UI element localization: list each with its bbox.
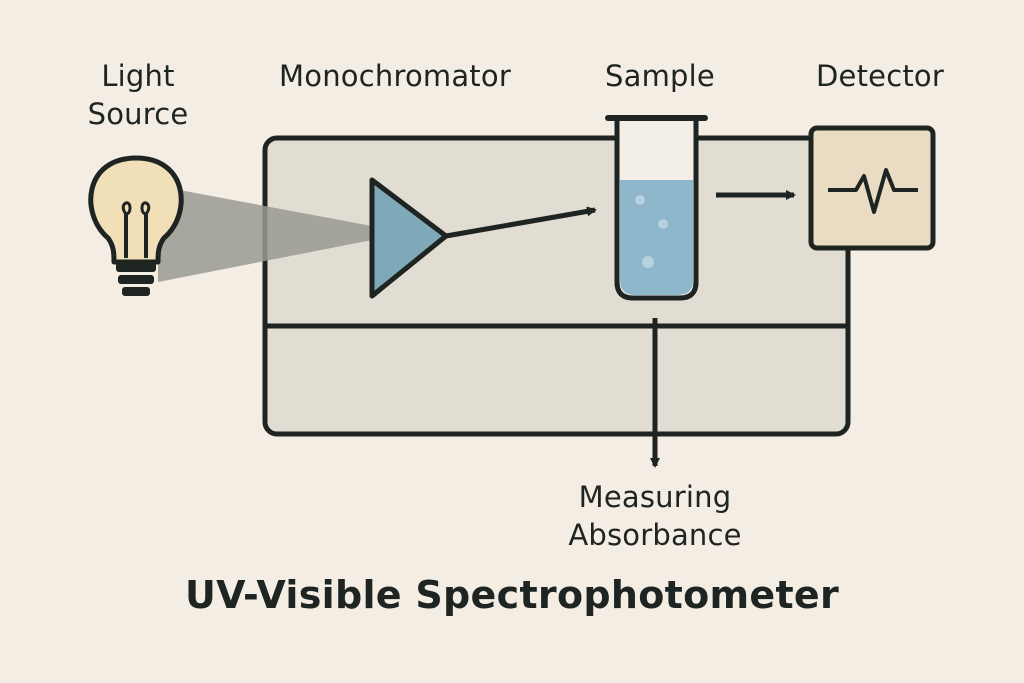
waveform-icon bbox=[828, 168, 918, 214]
detector-icon bbox=[808, 125, 936, 251]
light-source-label: Light Source bbox=[70, 57, 206, 133]
test-tube-icon bbox=[605, 115, 708, 301]
light-beam bbox=[158, 186, 372, 282]
monochromator-label: Monochromator bbox=[279, 59, 511, 93]
light-source-label-line2: Source bbox=[87, 97, 189, 131]
detector-label: Detector bbox=[816, 59, 944, 93]
measuring-label-line2: Absorbance bbox=[568, 518, 742, 552]
sample-label: Sample bbox=[605, 59, 715, 93]
diagram-title: UV-Visible Spectrophotometer bbox=[184, 573, 840, 617]
measuring-absorbance-label: Measuring Absorbance bbox=[530, 478, 780, 554]
light-source-label-line1: Light bbox=[101, 59, 175, 93]
instrument-body bbox=[262, 135, 851, 437]
measuring-label-line1: Measuring bbox=[578, 480, 732, 514]
prism-icon bbox=[369, 177, 449, 299]
beam-arrow bbox=[445, 206, 597, 239]
light-bulb-icon bbox=[88, 155, 184, 296]
